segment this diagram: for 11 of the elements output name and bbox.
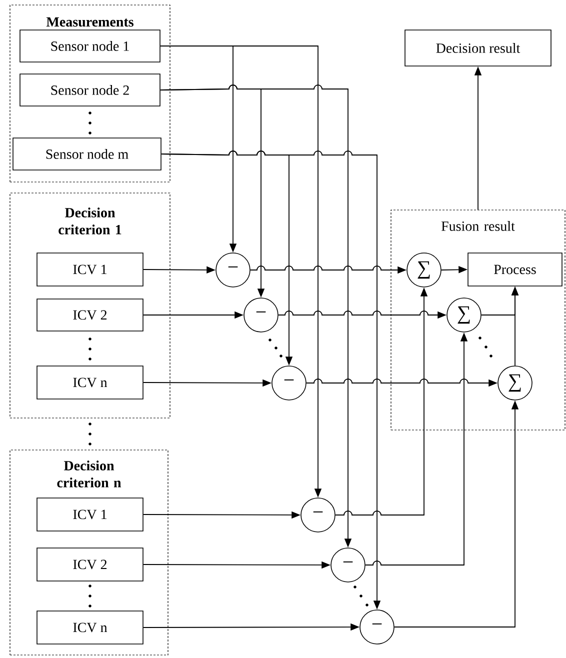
process-box: ICV n [36,610,144,644]
process-box: Sensor node m [12,138,162,170]
process-box: Decision result [404,30,552,66]
process-box: Process [468,252,562,286]
process-box: Sensor node 2 [20,74,160,106]
process-box: ICV 2 [36,298,144,332]
process-box: ICV 1 [36,252,144,286]
process-box: ICV 1 [36,498,144,532]
process-box: Sensor node 1 [20,30,160,62]
process-box: ICV 2 [36,548,144,582]
process-box: ICV n [36,366,144,400]
